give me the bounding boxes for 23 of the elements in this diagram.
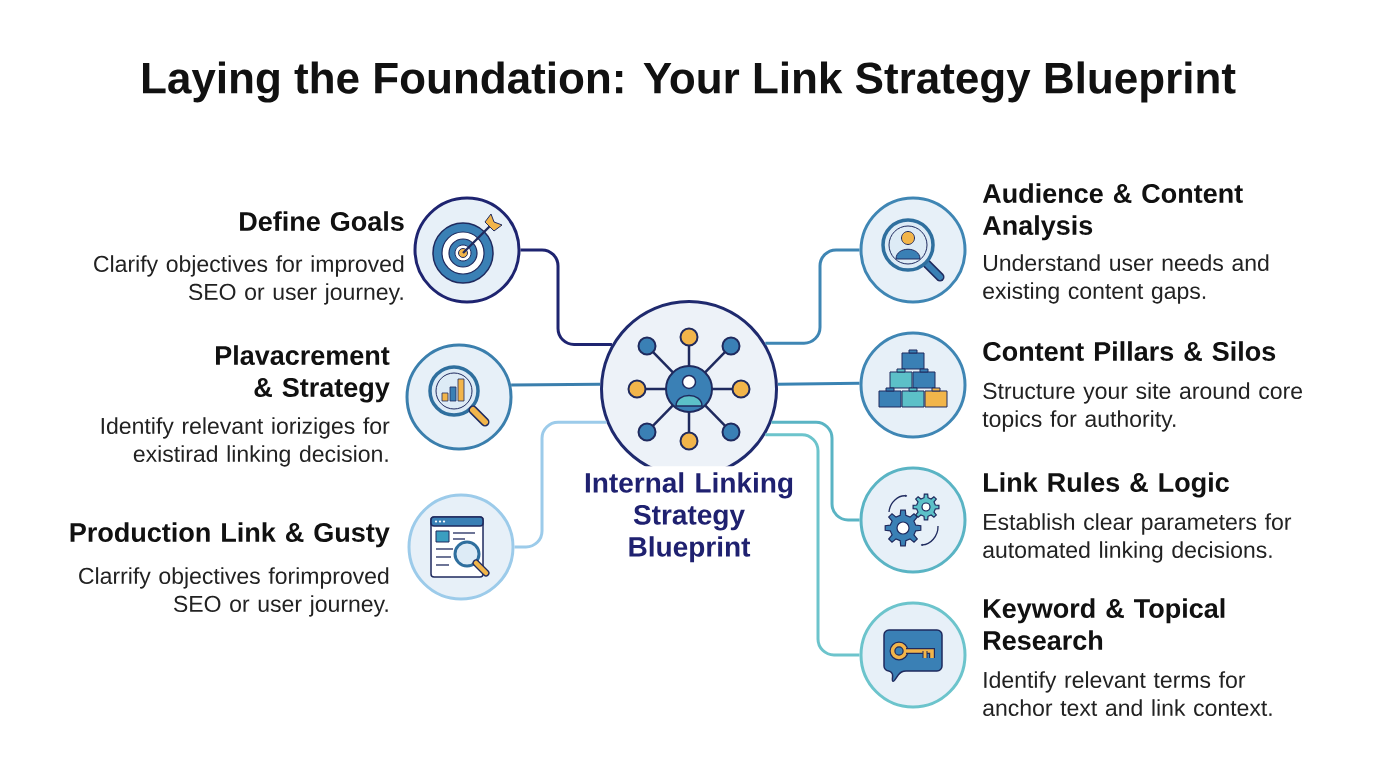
connector [765,248,860,345]
description: Clarify objectives for improved SEO or user journey. [94,255,404,305]
connector [511,382,601,387]
description: Structure your site around core topics for authority. [982,382,1302,432]
description: Understand user needs and existing content gaps. [983,254,1269,304]
description: Establish clear parameters for automated linking decisions. [983,513,1292,563]
connector [771,420,860,522]
connector [520,248,612,346]
description: Identify relevant terms for anchor text and link context. [983,671,1272,717]
heading: Link Rules & Logic [984,472,1229,498]
title: Laying the Foundation: Your Link Strategy Blueprint [143,61,1236,103]
hub-title: Internal Linking Strategy Blueprint [568,466,810,569]
description: Identify relevant ioriziges for existirad linking decision. [101,417,390,467]
connector [514,420,607,549]
heading: Plavacrement & Strategy [216,345,390,403]
heading: Audience & Content Analysis [982,183,1243,241]
heading: Keyword & Topical Research [984,598,1225,650]
heading: Production Link & Gusty [70,522,390,548]
heading: Define Goals [240,211,404,232]
description: Clarrify objectives forimproved SEO or user journey. [79,567,389,617]
connector [777,381,860,386]
connector [765,433,860,657]
heading: Content Pillars & Silos [983,341,1276,362]
